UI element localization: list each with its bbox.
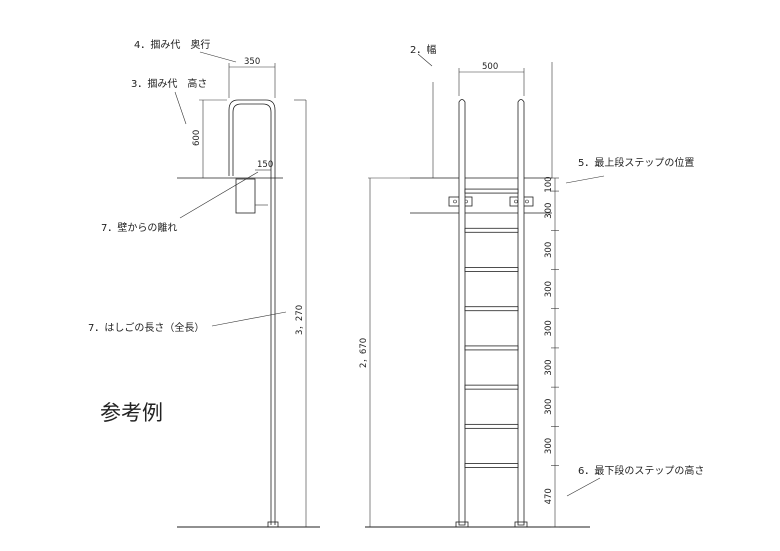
side-rail-inner [232, 103, 272, 525]
step-dim-label: 300 [544, 399, 554, 415]
dim-total-length: 3，270 [295, 305, 305, 335]
step-dim-label: 100 [544, 176, 554, 192]
ladder-rung [464, 463, 519, 468]
dim-grip-depth: 350 [244, 57, 260, 67]
side-foot [267, 521, 279, 528]
leader-top-step [565, 175, 605, 184]
ladder-rungs [464, 188, 519, 468]
label-grip-depth: 4．掴み代 奥行 [134, 38, 210, 51]
bolt [525, 199, 529, 204]
step-dim-label: 300 [544, 320, 554, 336]
label-grip-height: 3．掴み代 高さ [131, 77, 207, 90]
label-width: 2．幅 [410, 43, 436, 56]
ladder-rung [464, 188, 519, 194]
step-dim-label: 300 [544, 242, 554, 258]
ladder-rung [464, 267, 519, 272]
ladder-rung [464, 345, 519, 351]
dim-grip-height: 600 [192, 130, 202, 146]
leader-width [417, 53, 433, 67]
ladder-rung [464, 306, 519, 312]
step-dimension-chain: 100 300 300 300 300 300 300 300 470 [544, 176, 559, 528]
label-bottom-step: 6．最下段のステップの高さ [578, 464, 704, 477]
step-dim-label: 300 [544, 281, 554, 297]
dim-width: 500 [482, 62, 498, 72]
leader-bottom-step [566, 477, 601, 497]
leader-grip-height [174, 91, 187, 125]
dim-wall-offset: 150 [257, 160, 273, 170]
label-wall-offset: 7．壁からの離れ [101, 221, 177, 234]
leader-wall-offset [179, 171, 259, 219]
wall-bracket [235, 178, 256, 214]
front-view: 500 2，670 100 300 300 300 300 300 300 300 470 2．… [359, 43, 704, 528]
label-top-step: 5．最上段ステップの位置 [578, 156, 694, 169]
step-dim-label: 300 [544, 438, 554, 454]
step-dim-label: 300 [544, 359, 554, 375]
ladder-rung [464, 423, 519, 429]
side-view: 350 600 150 3，270 4．掴み代 奥行 3．掴み代 高さ 7．壁か… [88, 38, 320, 528]
dim-floor-height: 2，670 [359, 338, 369, 368]
ladder-rung [464, 384, 519, 390]
step-dim-label: 300 [544, 203, 554, 219]
bolt [453, 199, 457, 204]
leader-grip-depth [199, 51, 237, 63]
label-ladder-length: 7．はしごの長さ（全長） [88, 321, 204, 334]
step-dim-label: 470 [544, 488, 554, 504]
left-stile [458, 99, 466, 526]
reference-example-title: 参考例 [100, 401, 163, 425]
leader-total-length [211, 311, 287, 327]
side-rail-outer [228, 99, 276, 525]
bolt [514, 199, 518, 204]
right-stile [517, 99, 525, 526]
ladder-rung [464, 227, 519, 233]
